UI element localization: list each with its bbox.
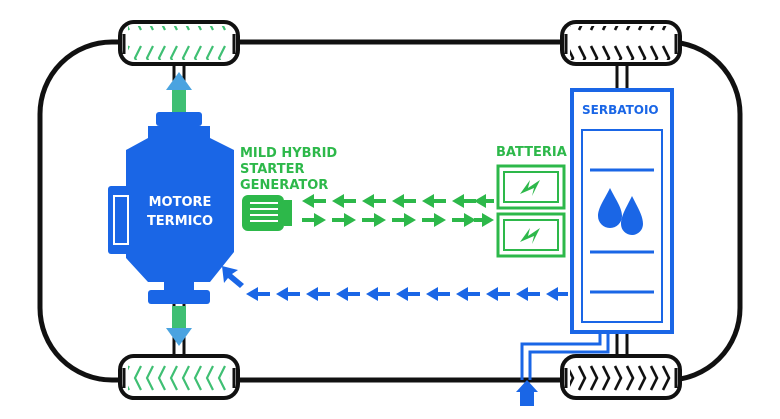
battery-cell-bottom (496, 212, 566, 258)
front-right-wheel (118, 354, 240, 400)
front-left-wheel (118, 20, 240, 66)
engine-block (108, 112, 234, 304)
water-drops-icon (598, 188, 643, 235)
lightning-bolt-icon (520, 228, 540, 244)
rear-left-wheel (560, 20, 682, 66)
energy-flow-to-generator (302, 194, 494, 208)
lightning-bolt-icon (520, 180, 540, 196)
rear-right-wheel (560, 354, 682, 400)
drive-arrow-down (166, 306, 192, 346)
battery-label: BATTERIA (496, 145, 567, 160)
battery-cell-top (496, 164, 566, 210)
drive-arrow-up (166, 72, 192, 112)
fuel-tank-label: SERBATOIO (582, 103, 659, 117)
fuel-tank (570, 88, 674, 334)
starter-generator-module (242, 195, 292, 231)
fuel-flow-to-engine (222, 266, 568, 301)
fuel-inlet-line (516, 330, 610, 406)
car-body-outline (37, 39, 743, 383)
energy-flow-to-battery (302, 213, 494, 227)
